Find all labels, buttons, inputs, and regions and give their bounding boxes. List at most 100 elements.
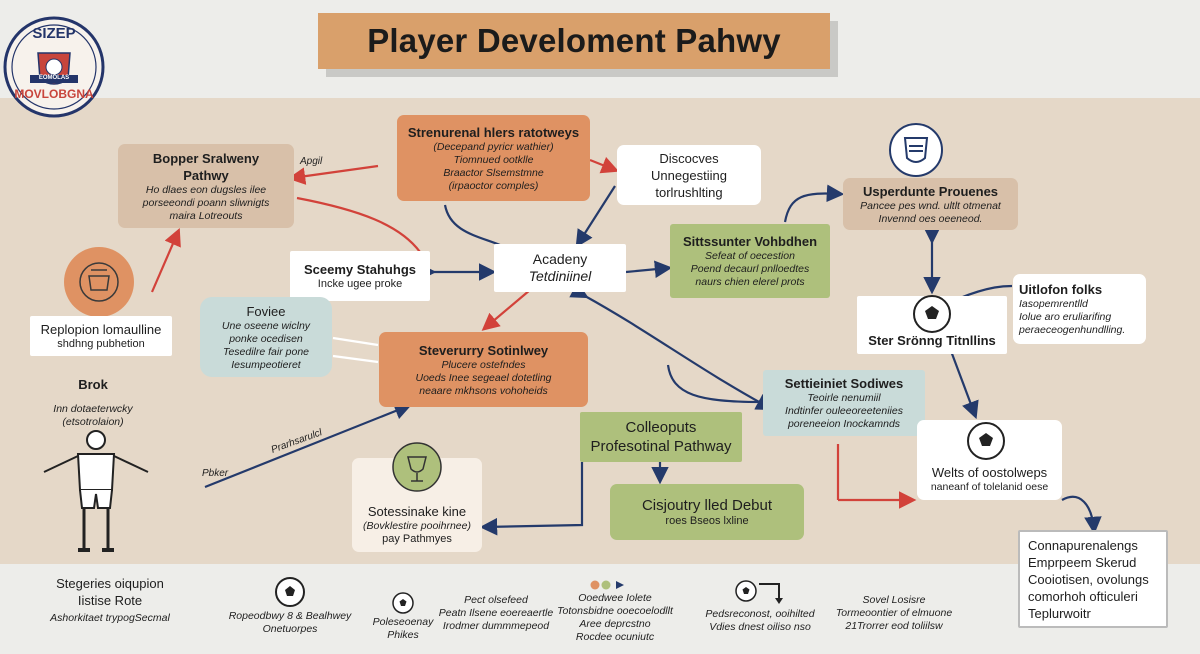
node-uitlofon-line: Iasopemrentlld [1019,298,1088,310]
node-conn-line: Connapurenalengs [1028,537,1138,553]
legend-line: Onetuorpes [262,623,318,635]
node-welts-sub: naneanf of tolelanid oese [930,481,1049,493]
legend-line: Phikes [387,629,419,641]
soccer-ball-icon [966,421,1006,461]
soccer-ball-icon [912,294,952,334]
broks-sub-line: (etsotrolaion) [62,416,124,428]
logo-top-text: SIZEP [32,25,76,42]
node-conn-line: Cooiotisen, ovolungs [1028,571,1149,587]
legend-item-7: Sovel Losisre Tormeoontier of elmuone 21… [830,594,958,633]
dots-arrow-icon [590,578,634,590]
node-settiniet-line: Indtinfer ouleeoreeteniies [785,405,903,417]
node-steverurry-line: Plucere ostefndes [441,358,526,371]
legend-line: Aree deprcstno [579,618,651,630]
legend-item-6: Pedsreconost, ooihilted Vdies dnest oili… [700,608,820,634]
node-steverurry-title: Steverurry Sotinlwey [418,342,549,358]
node-sotessinake-title: Sotessinake kine [367,504,467,519]
player-figure-icon [38,428,154,560]
legend-item-1: Stegeries oiqupion Iistise Rote Ashorkit… [30,575,190,625]
legend-line: Rocdee ocuniutc [575,631,655,643]
legend-line: Irodmer dummmepeod [442,620,550,632]
node-cisjoutry-sub: roes Bseos lxline [665,515,749,527]
node-sotessinake-line: (Bovklestire pooihrnee) [363,520,471,532]
node-collequts-line: Profesotinal Pathway [590,438,732,455]
legend-line: Ropeodbwy 8 & Bealhwey [228,610,352,622]
node-steverurry-line: Uoeds Inee segeael dotetling [415,371,552,384]
node-connapurenalengs[interactable]: Connapurenalengs Emprpeem Skerud Cooioti… [1018,530,1168,628]
node-foviee-line: Tesedilre fair pone [223,345,309,358]
soccer-ball-icon [392,592,414,614]
node-discoveries[interactable]: Discocves Unnegestiing torlrushlting [617,145,761,205]
page-title: Player Develoment Pahwy [367,22,781,59]
broks-title: Brok [78,377,108,392]
label-poker: Pbker [202,468,229,479]
legend-line: Stegeries oiqupion [56,576,164,591]
broks-sub-line: Inn dotaeterwcky [53,403,133,415]
node-replopion-sub: shdhng pubhetion [57,338,145,350]
trophy-badge-icon [391,441,443,493]
legend-line: Poleseoenay [372,616,434,628]
node-sceemy[interactable]: Sceemy Stahuhgs Incke ugee proke [290,251,430,301]
legend-line: Pedsreconost, ooihilted [705,608,815,620]
legend-line: Iistise Rote [77,593,143,608]
node-conn-line: comorhoh ofticuleri [1028,588,1138,604]
node-sceemy-title: Sceemy Stahuhgs [304,262,416,277]
node-discoveries-line: Unnegestiing [651,167,727,183]
node-settiniet-line: Teoirle nenumiil [807,392,881,404]
node-steverurry[interactable]: Steverurry Sotinlwey Plucere ostefndes U… [379,332,588,407]
legend-line: Ashorkitaet trypogSecmal [50,612,170,624]
node-cisjoutry[interactable]: Cisjoutry lled Debut roes Bseos lxline [610,484,804,540]
node-sitssunter-line: Poend decaurl pnlloedtes [690,263,810,275]
medal-icon [55,244,143,320]
node-settiniet[interactable]: Settieiniet Sodiwes Teoirle nenumiil Ind… [763,370,925,436]
node-sitssunter-line: naurs chien elerel prots [695,276,805,288]
node-steverurry-line: neaare mkhsons vohoheids [419,384,548,397]
node-discoveries-line: Discocves [659,150,719,166]
legend-line: Totonsbidne ooecoelodllt [557,605,673,617]
label-april: Apgil [300,156,323,167]
node-top-center-line: (Decepand pyricr wathier) [433,140,554,153]
legend-item-4: Pect olsefeed Peatn Ilsene eoereaertle I… [438,594,554,633]
legend-item-2: Ropeodbwy 8 & Bealhwey Onetuorpes [225,610,355,636]
node-academy-line: Tetdiniinel [528,268,592,284]
club-crest-logo: SIZEP EOMOLAS MOVLOBGNA [2,15,106,119]
node-cisjoutry-title: Cisjoutry lled Debut [641,497,773,514]
broks-block: Brok Inn dotaeterwcky (etsotrolaion) [48,376,138,429]
node-collequts-line: Colleoputs [625,419,697,436]
node-usperdunte[interactable]: Usperdunte Prouenes Pancee pes wnd. ultl… [843,178,1018,230]
ball-arrow-icon [735,580,785,606]
legend-item-5: Ooedwee Iolete Totonsbidne ooecoelodllt … [555,592,675,644]
node-usperdunte-line: Pancee pes wnd. ultlt otmenat [860,199,1001,212]
soccer-ball-icon [274,576,306,608]
legend-line: Pect olsefeed [464,594,528,606]
node-settiniet-line: poreneeion Inockamnds [787,418,901,430]
title-banner: Player Develoment Pahwy [318,13,830,69]
node-sitssunter[interactable]: Sittssunter Vohbdhen Sefeat of oecestion… [670,224,830,298]
node-top-center[interactable]: Strenurenal hlers ratotweys (Decepand py… [397,115,590,201]
node-academy-line: Acadeny [532,251,588,267]
node-academy[interactable]: Acadeny Tetdiniinel [494,244,626,292]
node-discoveries-line: torlrushlting [655,184,723,200]
node-usperdunte-title: Usperdunte Prouenes [862,183,999,199]
node-sceemy-sub: Incke ugee proke [317,278,403,290]
node-bopper-line: maira Lotreouts [169,209,243,222]
legend-line: Peatn Ilsene eoereaertle [438,607,554,619]
node-uitlofon[interactable]: Uitlofon folks Iasopemrentlld Iolue aro … [1013,274,1146,344]
legend-line: Tormeoontier of elmuone [835,607,953,619]
node-top-center-title: Strenurenal hlers ratotweys [407,124,580,140]
club-shield-icon [888,122,944,178]
node-sitssunter-title: Sittssunter Vohbdhen [682,234,818,249]
node-foviee-line: ponke ocedisen [229,332,303,345]
node-settiniet-title: Settieiniet Sodiwes [784,376,904,391]
node-foviee[interactable]: Foviee Une oseene wiclny ponke ocedisen … [200,297,332,377]
legend-line: Sovel Losisre [862,594,926,606]
node-bopper[interactable]: Bopper Sralweny Pathwy Ho dlaes eon dugs… [118,144,294,228]
node-bopper-line: Ho dlaes eon dugsles ilee [145,183,267,196]
node-top-center-line: Braactor Slsemstmne [443,166,544,179]
logo-band-text: EOMOLAS [38,75,70,81]
node-replopion[interactable]: Replopion lomaulline shdhng pubhetion [30,316,172,356]
node-sitssunter-line: Sefeat of oecestion [705,250,795,262]
node-top-center-line: (irpaoctor comples) [448,179,539,192]
node-collequts[interactable]: Colleoputs Profesotinal Pathway [580,412,742,462]
node-uitlofon-line: Iolue aro eruliarifing [1019,311,1112,323]
